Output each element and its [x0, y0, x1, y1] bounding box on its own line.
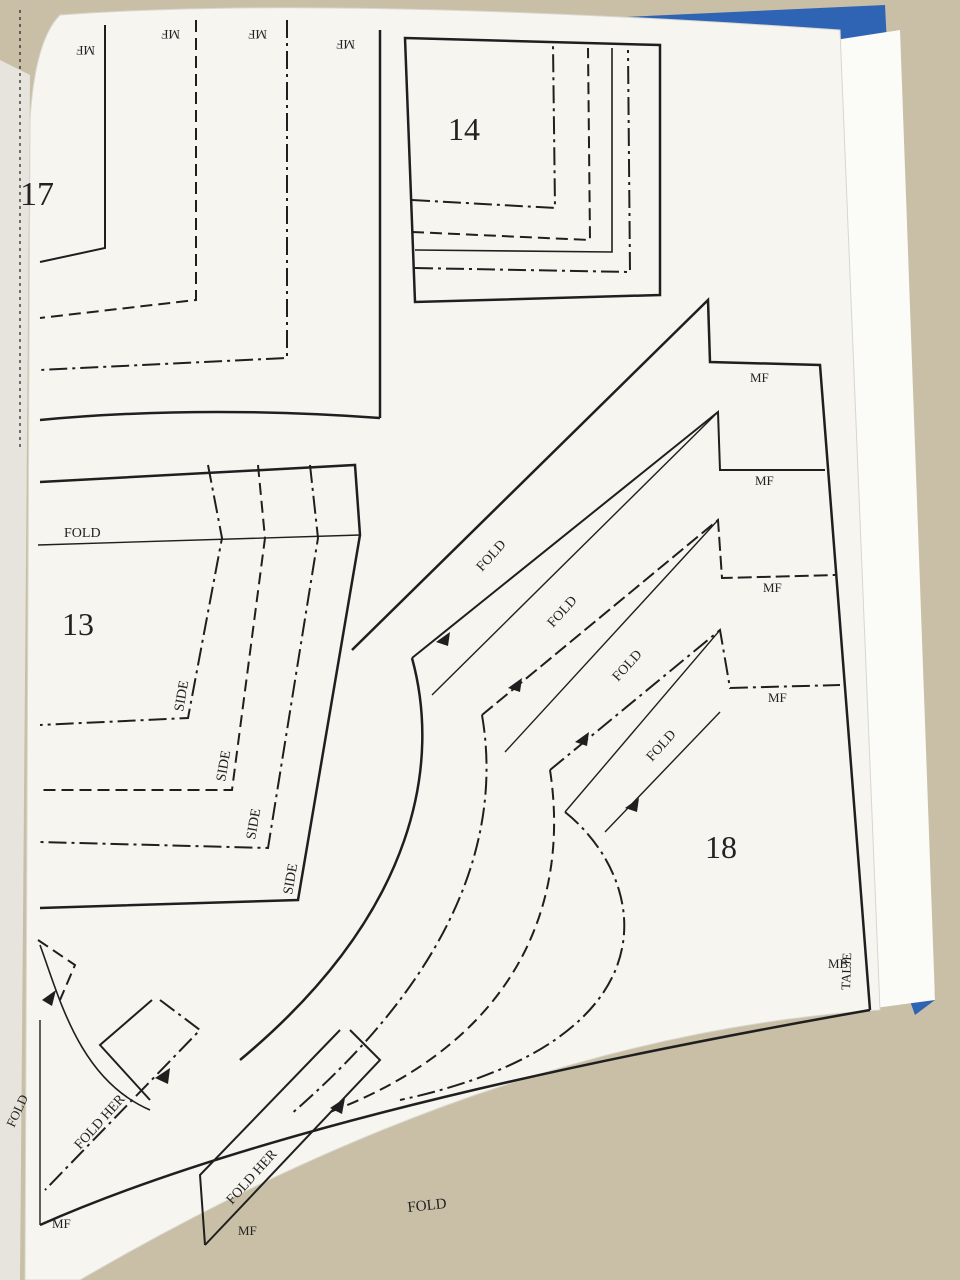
side-label: SIDE — [281, 862, 301, 895]
mf-label: MF — [755, 473, 774, 488]
mf-label: MF — [76, 43, 95, 58]
mf-label: MF — [248, 27, 267, 42]
side-label: SIDE — [172, 679, 192, 712]
talje-label: TALJE — [838, 952, 854, 990]
piece-13 — [37, 463, 362, 910]
piece-13-fold-label: FOLD — [64, 526, 101, 541]
mf-label: MF — [768, 690, 787, 705]
mf-label: MF — [336, 37, 355, 52]
left-page-edge — [0, 60, 30, 1280]
side-label: SIDE — [214, 749, 234, 782]
mf-label: MF — [52, 1216, 71, 1231]
piece-13-number: 13 — [62, 606, 94, 642]
pattern-page — [24, 7, 881, 1280]
bottom-fold-pieces — [37, 939, 871, 1246]
piece-17-number: 17 — [20, 176, 54, 213]
piece-14 — [403, 36, 662, 304]
mb-label: MB — [828, 956, 849, 971]
mf-label: MF — [238, 1223, 257, 1238]
piece-18 — [239, 297, 872, 1116]
mf-label: MF — [750, 370, 769, 385]
fold-arrows — [42, 632, 639, 1114]
side-label: SIDE — [244, 807, 264, 840]
piece-17 — [19, 10, 382, 450]
mf-label: MF — [763, 580, 782, 595]
piece-14-number: 14 — [448, 111, 480, 147]
bottom-fold-label: FOLD — [407, 1196, 448, 1216]
piece-18-number: 18 — [705, 829, 737, 865]
mf-label: MF — [161, 27, 180, 42]
